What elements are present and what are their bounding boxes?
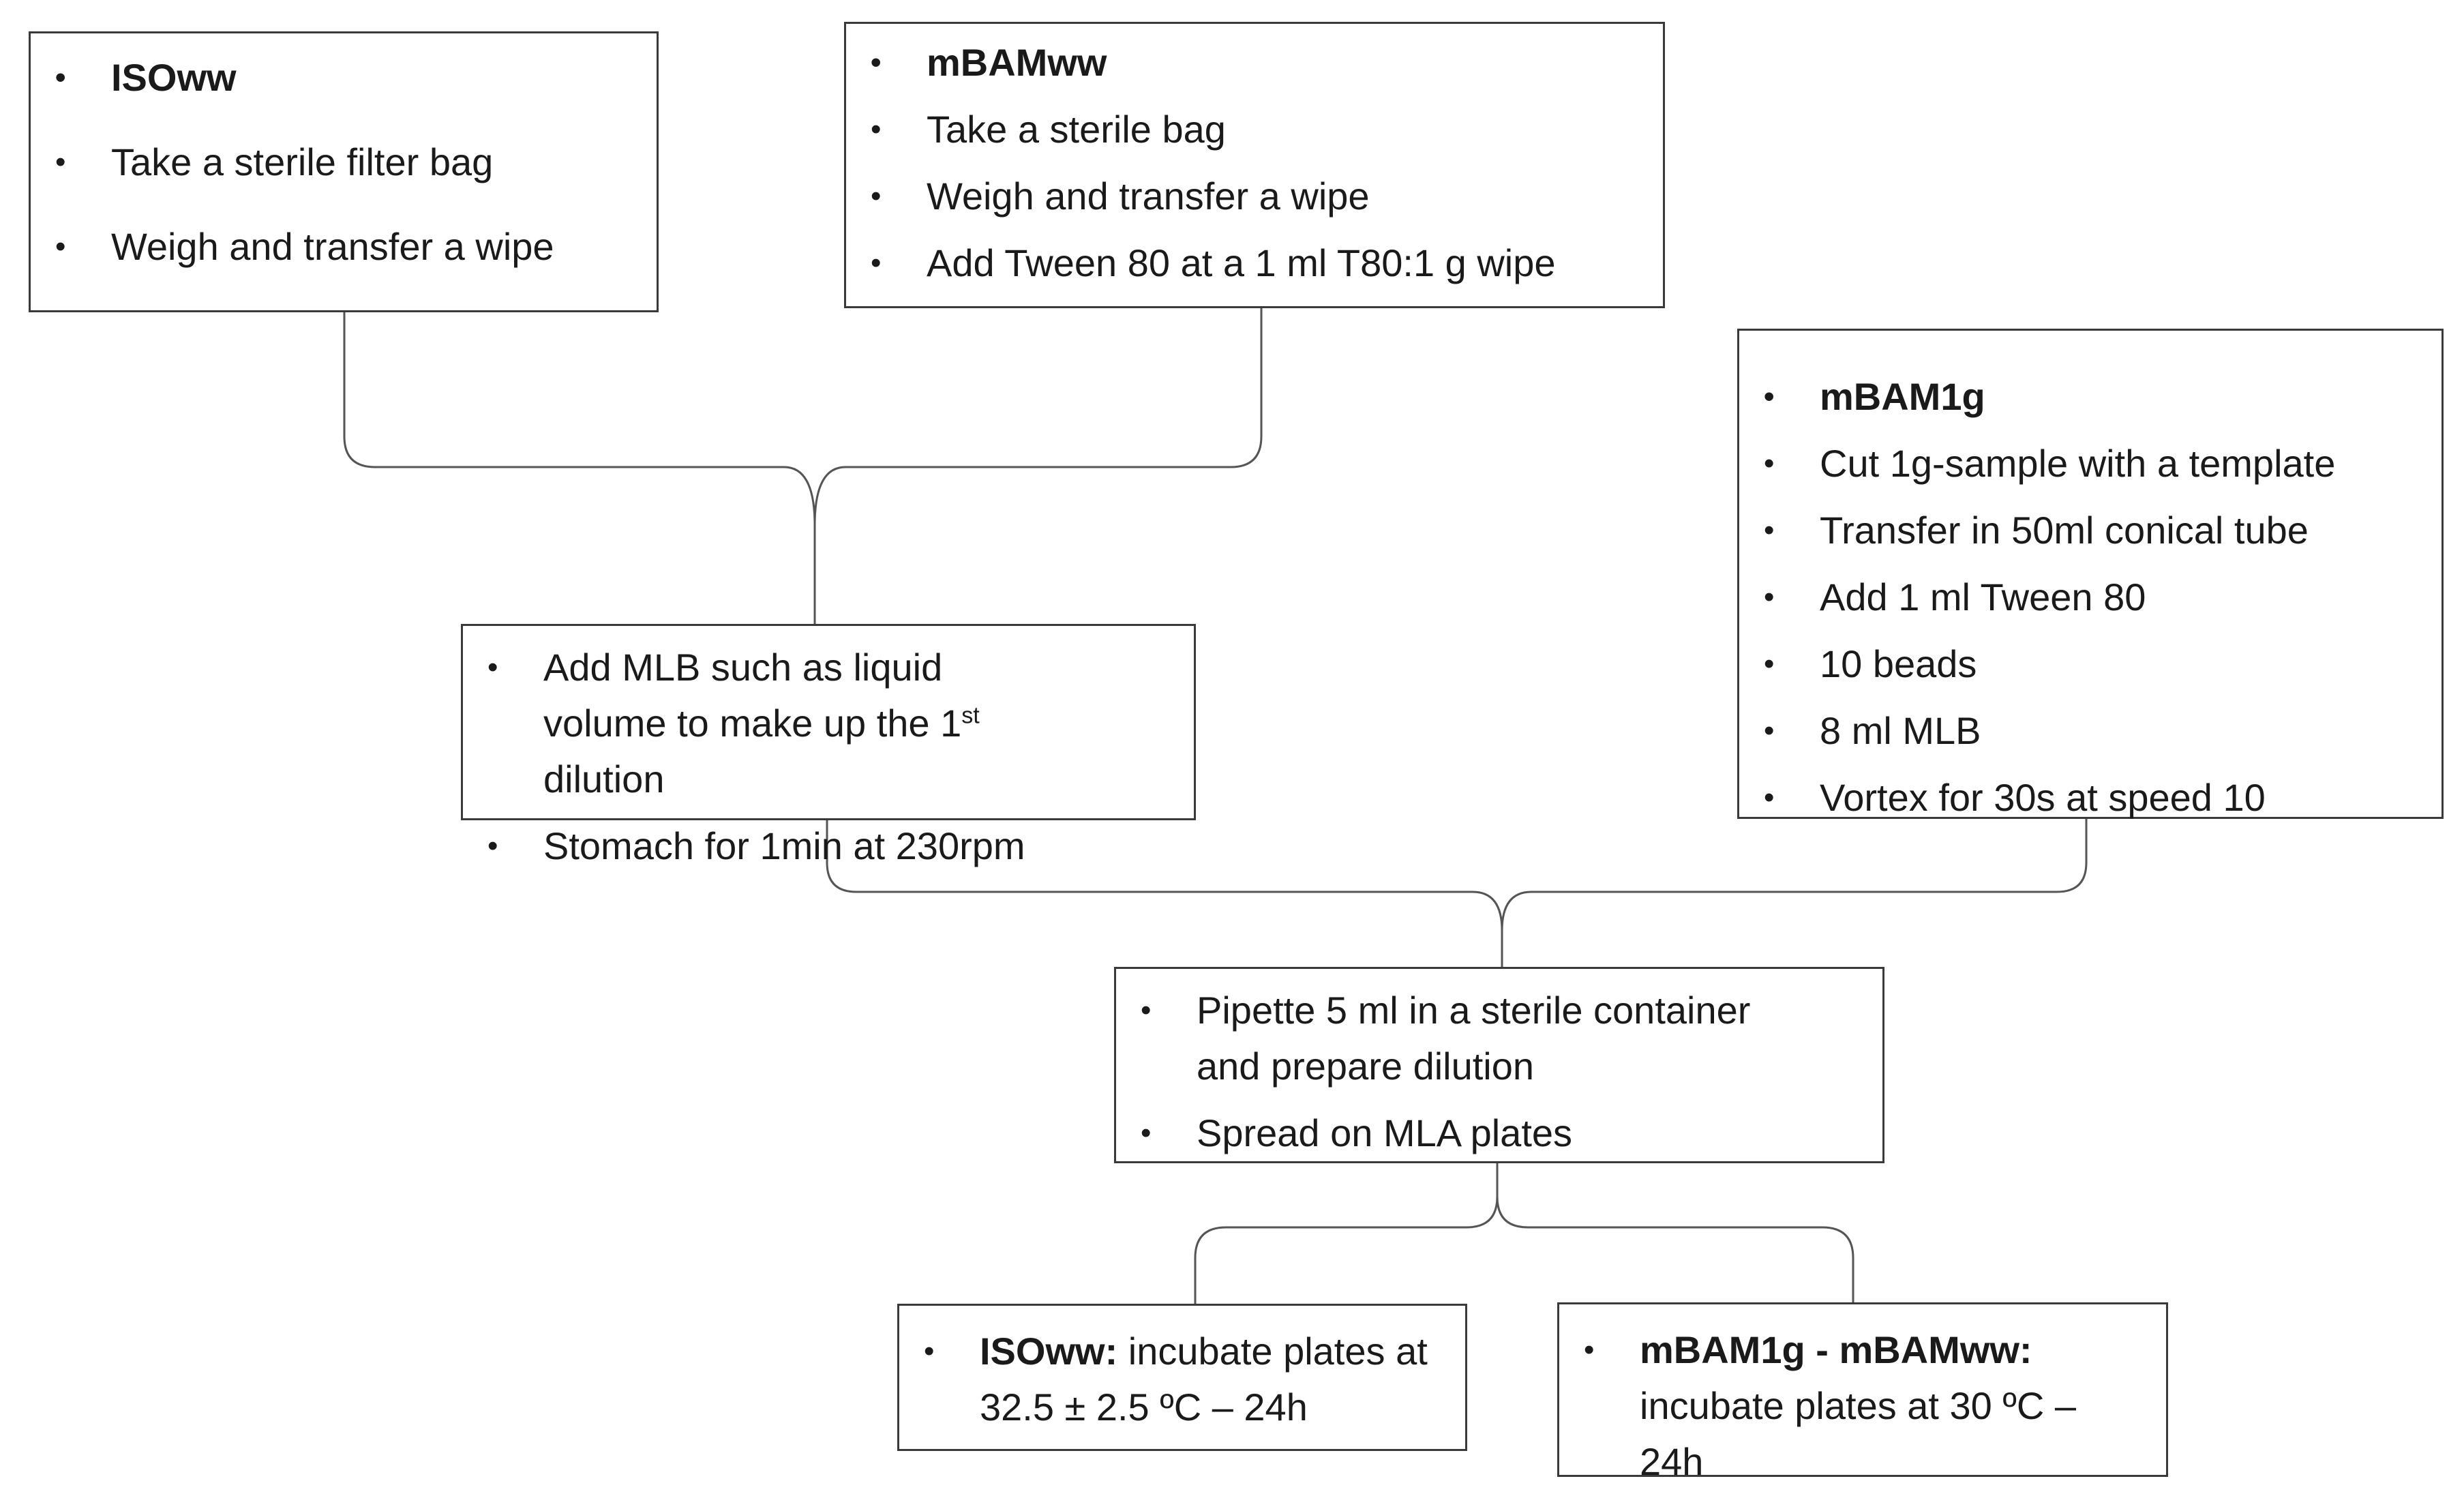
mbam1g-step-4: 10 beads bbox=[1739, 631, 2442, 698]
pipette-step-2: Spread on MLA plates bbox=[1116, 1100, 1882, 1167]
mlb-box: Add MLB such as liquid volume to make up… bbox=[461, 624, 1196, 880]
connector-isoww-to-mlb bbox=[343, 312, 816, 624]
isoww-incubate-step: ISOww: incubate plates at 32.5 ± 2.5 ºC … bbox=[899, 1318, 1457, 1441]
mbam1g-step-5: 8 ml MLB bbox=[1739, 698, 2442, 764]
mbam-incubate-text: incubate plates at 30 ºC – 24h bbox=[1640, 1384, 2076, 1483]
mbam1g-title: mBAM1g bbox=[1739, 363, 2442, 430]
mbam-incubate-box: mBAM1g - mBAMww: incubate plates at 30 º… bbox=[1557, 1302, 2168, 1483]
isoww-incubate-box: ISOww: incubate plates at 32.5 ± 2.5 ºC … bbox=[897, 1304, 1467, 1451]
isoww-step-1: Take a sterile filter bag bbox=[31, 129, 657, 196]
mbamww-step-1: Take a sterile bag bbox=[846, 96, 1663, 163]
mbam1g-step-1: Cut 1g-sample with a template bbox=[1739, 430, 2442, 497]
mbam1g-step-3: Add 1 ml Tween 80 bbox=[1739, 564, 2442, 631]
connector-mbamww-to-mlb bbox=[813, 308, 1263, 526]
mbamww-step-2: Weigh and transfer a wipe bbox=[846, 163, 1663, 230]
mbamww-step-3: Add Tween 80 at a 1 ml T80:1 g wipe bbox=[846, 230, 1663, 297]
isoww-box: ISOww Take a sterile filter bag Weigh an… bbox=[29, 31, 659, 312]
mbam1g-step-6: Vortex for 30s at speed 10 bbox=[1739, 764, 2442, 831]
pipette-box: Pipette 5 ml in a sterile container and … bbox=[1114, 967, 1884, 1167]
connector-pipette-to-mbam-incubate bbox=[1496, 1196, 1854, 1302]
mlb-step-1: Add MLB such as liquid volume to make up… bbox=[463, 634, 1062, 813]
mlb-step-1-suffix: dilution bbox=[543, 758, 665, 801]
isoww-incubate-text: incubate plates at 32.5 ± 2.5 ºC – 24h bbox=[980, 1330, 1428, 1428]
mbam-incubate-label: mBAM1g - mBAMww: bbox=[1640, 1328, 2032, 1371]
mbam-incubate-step: mBAM1g - mBAMww: incubate plates at 30 º… bbox=[1559, 1317, 2131, 1495]
mbam1g-step-2: Transfer in 50ml conical tube bbox=[1739, 497, 2442, 564]
mbam1g-box: mBAM1g Cut 1g-sample with a template Tra… bbox=[1737, 329, 2444, 831]
mlb-step-1-text: Add MLB such as liquid volume to make up… bbox=[543, 646, 962, 745]
isoww-incubate-label: ISOww: bbox=[980, 1330, 1118, 1373]
connector-mbam1g-to-pipette bbox=[1501, 819, 2088, 931]
mlb-step-1-superscript: st bbox=[961, 702, 980, 729]
isoww-step-2: Weigh and transfer a wipe bbox=[31, 213, 657, 280]
pipette-step-1: Pipette 5 ml in a sterile container and … bbox=[1116, 977, 1810, 1100]
mbamww-box: mBAMww Take a sterile bag Weigh and tran… bbox=[844, 22, 1665, 308]
mbamww-title: mBAMww bbox=[846, 29, 1663, 96]
isoww-title: ISOww bbox=[31, 44, 657, 111]
connector-pipette-to-iso-incubate bbox=[1194, 1163, 1499, 1304]
mlb-step-2: Stomach for 1min at 230rpm bbox=[463, 813, 1194, 880]
